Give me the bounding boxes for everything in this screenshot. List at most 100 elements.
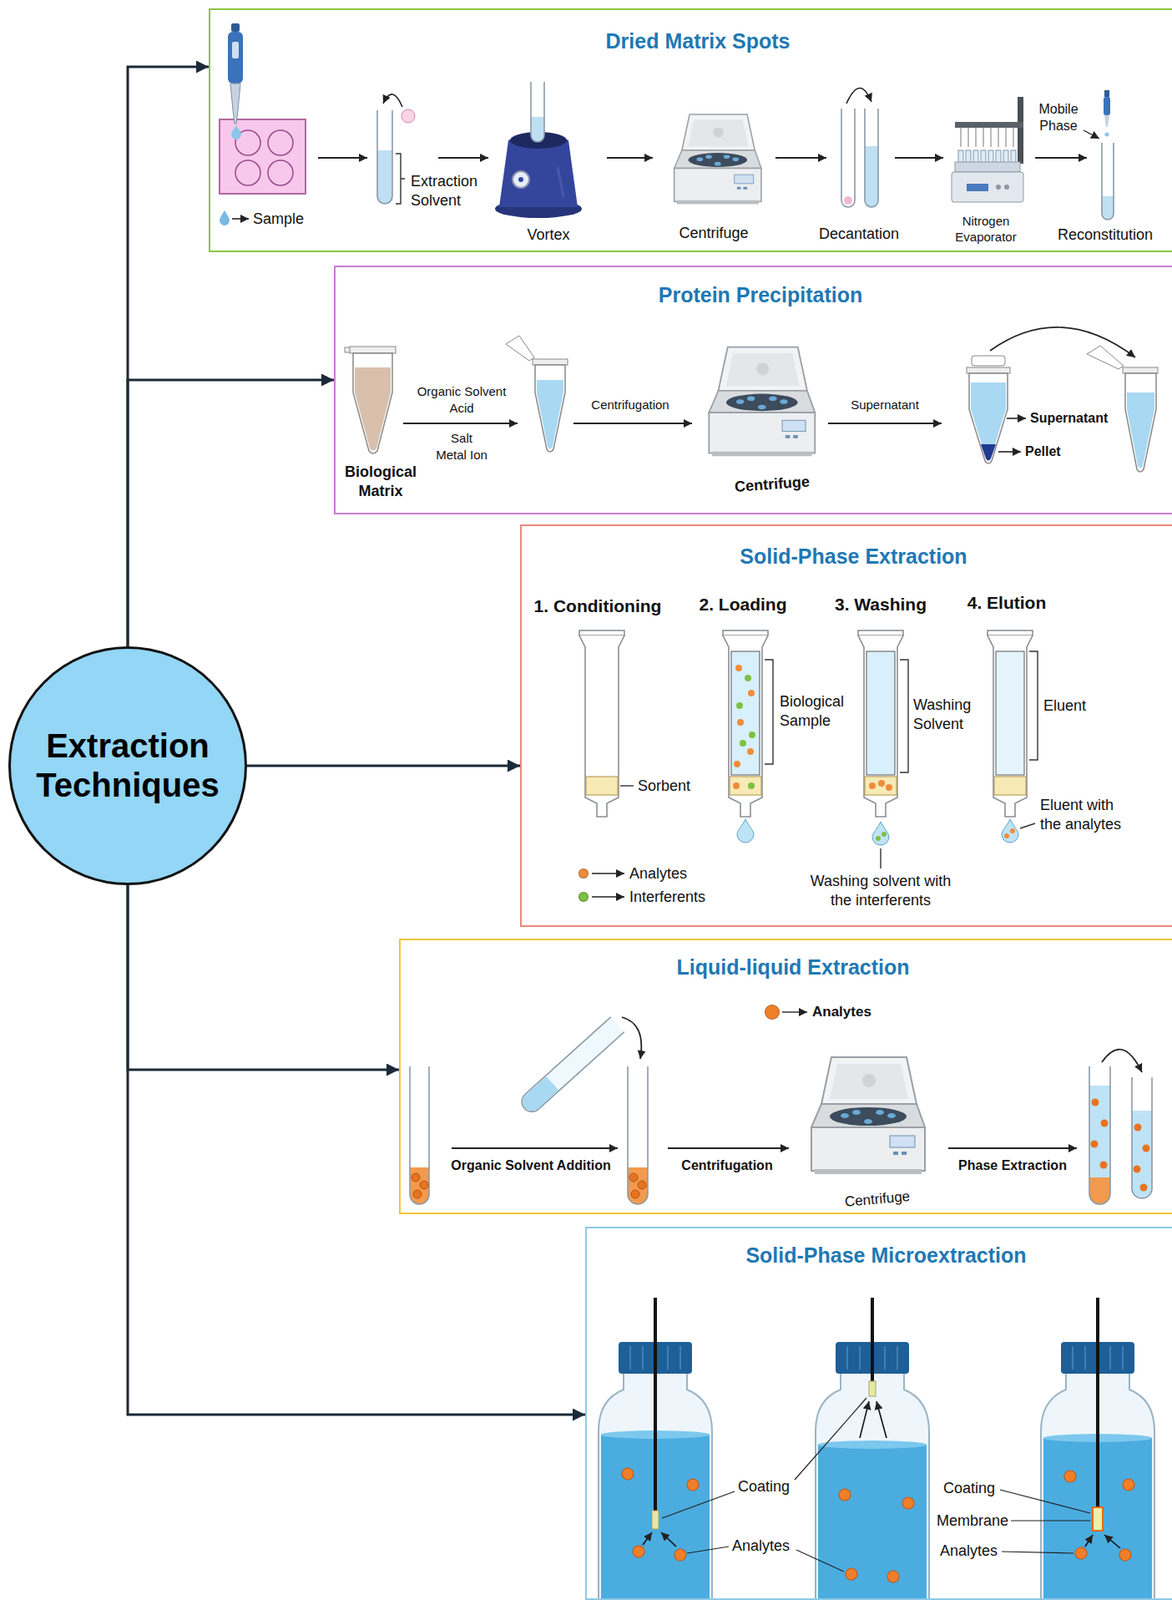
analyte-dot [885,783,893,791]
vortex-mixer [530,116,545,142]
process-arrow [451,1016,1142,1148]
vial [598,1372,1155,1600]
nitrogen-evaporator [1005,127,1007,147]
part-label: Coating [737,1476,790,1496]
part-label: Decantation [818,224,900,244]
sample-tube [627,1065,648,1204]
vial-cap [679,1345,682,1370]
spe-column [722,630,768,636]
matrix-tube [354,367,391,451]
fiber-coating [651,1380,1103,1531]
phase-tube [1131,1110,1152,1198]
separated-tube [969,373,1008,464]
hub-title: Extraction Techniques [23,726,233,805]
analyte-dot [621,1467,1135,1582]
supernatant-tube [1122,367,1158,374]
vortex-mixer [512,171,530,188]
vial-cap [884,1345,886,1370]
leader-line [661,1490,735,1518]
spot-plate [219,119,306,194]
part-label: Reconstitution [1057,225,1153,245]
panel-title: Liquid-liquid Extraction [400,954,1172,980]
sample-tube [631,1189,640,1198]
phase-tube [1140,1183,1148,1192]
analyte-dot [732,782,740,789]
separated-tube [966,367,1011,374]
part-label: Analytes [939,1540,998,1561]
diffusion-arrow [642,1400,1121,1548]
nitrogen-evaporator [954,161,1021,172]
vortex-mixer [499,132,578,208]
panel-title: Protein Precipitation [335,282,1172,308]
phase-tube [1133,1165,1142,1173]
test-tube [377,150,393,204]
process-arrow [438,156,489,159]
leader-line [794,1397,867,1480]
analyte-dot [1075,1546,1087,1559]
nitrogen-evaporator [960,127,962,147]
matrix-tube [353,353,393,454]
nitrogen-evaporator [995,184,1001,190]
panel-title: Solid-Phase Extraction [521,543,1172,569]
part-label: Acid [449,400,474,417]
analyte-dot [902,1496,915,1509]
pipette [232,41,239,59]
legend-swatch [578,868,589,879]
interferent-dot [739,739,747,747]
part-label: Centrifuge [733,472,810,497]
analyte-dot [845,1567,858,1580]
vial-cap [896,1345,899,1370]
spe-column [579,635,625,817]
leader-line [1010,1519,1091,1521]
vortex-mixer [530,81,545,142]
sample-tube [409,1065,430,1204]
bracket [764,659,773,764]
part-label: Organic Solvent Addition [450,1156,611,1174]
pipette [230,83,241,124]
centrifuge [708,347,815,457]
part-label: Biological Sample [779,692,864,730]
eluate-drop [875,835,881,841]
analyte-dot [1119,1548,1132,1561]
test-tube [401,109,415,123]
decantation-tubes [864,146,879,208]
interferent-dot [747,782,755,789]
centrifuge [674,114,762,204]
test-tube [383,94,403,107]
branch-connector [127,884,400,1070]
column-liquid [731,651,760,775]
separated-tube [966,327,1136,464]
analyte-dot [674,1548,687,1561]
reconstitution-tube [1104,115,1110,127]
sorbent-bed [586,776,618,795]
panel-title: Dried Matrix Spots [210,28,1172,54]
spe-column [987,635,1033,817]
supernatant-tube [1125,373,1157,472]
phase-tube [1101,1119,1109,1127]
nitrogen-evaporator [975,127,977,147]
technique-panel: Liquid-liquid Extraction [399,938,1172,1214]
part-label: Phase Extraction [958,1156,1067,1174]
sample-tube [419,1180,429,1189]
spot-plate [219,119,306,194]
decantation-tubes [864,108,879,208]
technique-panel: Solid-Phase Extraction [520,524,1172,927]
part-label: Sorbent [637,776,691,796]
pouring-tube [519,1076,559,1115]
sample-tube [411,1172,420,1182]
vial-cap [858,1345,861,1370]
eluate-drop [872,821,890,845]
spe-column [987,630,1033,636]
part-label: Pellet [1025,443,1061,460]
separated-tube [970,382,1006,460]
part-label: Sample [252,209,304,229]
eluate-drop [881,831,887,837]
nitrogen-evaporator [983,127,985,147]
sample-drop [232,217,249,220]
interferent-dot [748,731,756,738]
bracket [620,784,634,786]
analyte-dot [735,664,743,672]
pouring-tube [517,1016,625,1116]
part-label: Extraction Solvent [410,171,495,210]
part-label: Centrifugation [681,1156,773,1174]
